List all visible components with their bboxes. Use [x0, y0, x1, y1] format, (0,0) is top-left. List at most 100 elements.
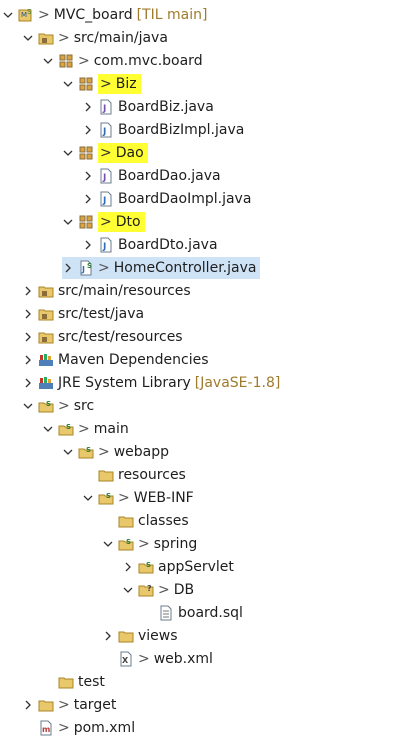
svg-text:?: ?: [147, 584, 152, 593]
label-wrap: src/main/resources: [58, 280, 191, 302]
tree-item-web-inf[interactable]: S>WEB-INF: [82, 487, 194, 509]
collapsed-chevron-icon[interactable]: [62, 257, 74, 279]
tree-item-boardbiz-java[interactable]: J BoardBiz.java: [82, 96, 214, 118]
tree-item-label: resources: [118, 467, 186, 483]
tree-item-label: spring: [153, 536, 198, 552]
tree-item-label: MVC_board: [53, 7, 133, 23]
collapsed-chevron-icon[interactable]: [22, 280, 34, 302]
label-wrap: >pom.xml: [58, 717, 135, 739]
collapsed-chevron-icon[interactable]: [82, 119, 94, 141]
outgoing-change-marker: >: [98, 444, 110, 460]
outgoing-change-marker: >: [100, 145, 112, 161]
svg-text:S: S: [146, 561, 151, 569]
collapsed-chevron-icon[interactable]: [22, 303, 34, 325]
svg-text:X: X: [122, 656, 129, 665]
tree-item-label: BoardDao.java: [118, 168, 221, 184]
tree-item-biz[interactable]: >Biz: [62, 73, 141, 95]
tree-item-label: WEB-INF: [133, 490, 194, 506]
collapsed-chevron-icon[interactable]: [82, 188, 94, 210]
tree-item-boarddao-java[interactable]: J BoardDao.java: [82, 165, 221, 187]
outgoing-change-marker: >: [58, 697, 70, 713]
tree-item-webapp[interactable]: S>webapp: [62, 441, 169, 463]
label-wrap: BoardBiz.java: [118, 96, 214, 118]
tree-item-db[interactable]: ?>DB: [122, 579, 194, 601]
outgoing-change-marker: >: [78, 421, 90, 437]
tree-item-dto[interactable]: >Dto: [62, 211, 145, 233]
tree-item-src-main-java[interactable]: >src/main/java: [22, 27, 168, 49]
expanded-chevron-icon[interactable]: [122, 579, 134, 601]
collapsed-chevron-icon[interactable]: [102, 625, 114, 647]
svg-text:S: S: [66, 423, 71, 431]
tree-item-label: src/main/java: [73, 30, 168, 46]
collapsed-chevron-icon[interactable]: [22, 694, 34, 716]
expanded-chevron-icon[interactable]: [42, 50, 54, 72]
expanded-chevron-icon[interactable]: [62, 142, 74, 164]
tree-item-src[interactable]: S>src: [22, 395, 94, 417]
spring-folder-icon: S: [118, 536, 134, 552]
tree-item-com-mvc-board[interactable]: >com.mvc.board: [42, 50, 203, 72]
svg-text:M: M: [21, 11, 27, 19]
tree-item-views[interactable]: views: [102, 625, 178, 647]
expanded-chevron-icon[interactable]: [22, 27, 34, 49]
tree-item-label: Maven Dependencies: [58, 352, 209, 368]
outgoing-change-marker: >: [58, 720, 70, 736]
tree-item-classes[interactable]: classes: [102, 510, 189, 532]
source-folder-icon: [38, 306, 54, 322]
collapsed-chevron-icon[interactable]: [82, 234, 94, 256]
tree-item-pom-xml[interactable]: m>pom.xml: [22, 717, 135, 739]
outgoing-change-marker: >: [100, 76, 112, 92]
expanded-chevron-icon[interactable]: [22, 395, 34, 417]
toggle-spacer: [22, 717, 34, 739]
tree-item-dao[interactable]: >Dao: [62, 142, 148, 164]
collapsed-chevron-icon[interactable]: [22, 372, 34, 394]
tree-item-label: appServlet: [158, 559, 234, 575]
tree-item-src-test-java[interactable]: src/test/java: [22, 303, 144, 325]
tree-item-spring[interactable]: S>spring: [102, 533, 197, 555]
tree-item-resources[interactable]: resources: [82, 464, 186, 486]
source-folder-icon: [38, 30, 54, 46]
collapsed-chevron-icon[interactable]: [82, 165, 94, 187]
library-icon: [38, 375, 54, 391]
tree-item-target[interactable]: >target: [22, 694, 116, 716]
expanded-chevron-icon[interactable]: [62, 441, 74, 463]
collapsed-chevron-icon[interactable]: [22, 349, 34, 371]
label-wrap: >MVC_board[TIL main]: [38, 4, 207, 26]
expanded-chevron-icon[interactable]: [42, 418, 54, 440]
expanded-chevron-icon[interactable]: [62, 73, 74, 95]
spring-folder-icon: S: [38, 398, 54, 414]
tree-item-src-main-resources[interactable]: src/main/resources: [22, 280, 191, 302]
tree-item-src-test-resources[interactable]: src/test/resources: [22, 326, 183, 348]
tree-item-label: test: [78, 674, 105, 690]
outgoing-change-marker: >: [158, 582, 170, 598]
collapsed-chevron-icon[interactable]: [22, 326, 34, 348]
tree-item-test[interactable]: test: [42, 671, 105, 693]
expanded-chevron-icon[interactable]: [102, 533, 114, 555]
tree-item-web-xml[interactable]: X>web.xml: [102, 648, 213, 670]
outgoing-change-marker: >: [98, 260, 110, 276]
expanded-chevron-icon[interactable]: [82, 487, 94, 509]
outgoing-change-marker: >: [58, 398, 70, 414]
spring-folder-icon: S: [98, 490, 114, 506]
tree-item-label: classes: [138, 513, 189, 529]
spring-folder-icon: S: [58, 421, 74, 437]
tree-item-label: HomeController.java: [113, 260, 257, 276]
svg-text:J: J: [102, 173, 106, 183]
tree-item-main[interactable]: S>main: [42, 418, 129, 440]
collapsed-chevron-icon[interactable]: [122, 556, 134, 578]
collapsed-chevron-icon[interactable]: [82, 96, 94, 118]
tree-item-jre-system-library[interactable]: JRE System Library[JavaSE-1.8]: [22, 372, 280, 394]
tree-item-maven-dependencies[interactable]: Maven Dependencies: [22, 349, 209, 371]
svg-text:J: J: [102, 104, 106, 114]
question-folder-icon: ?: [138, 582, 154, 598]
svg-text:S: S: [46, 400, 51, 408]
outgoing-change-marker: >: [100, 214, 112, 230]
tree-item-board-sql[interactable]: board.sql: [142, 602, 243, 624]
expanded-chevron-icon[interactable]: [62, 211, 74, 233]
expanded-chevron-icon[interactable]: [2, 4, 14, 26]
